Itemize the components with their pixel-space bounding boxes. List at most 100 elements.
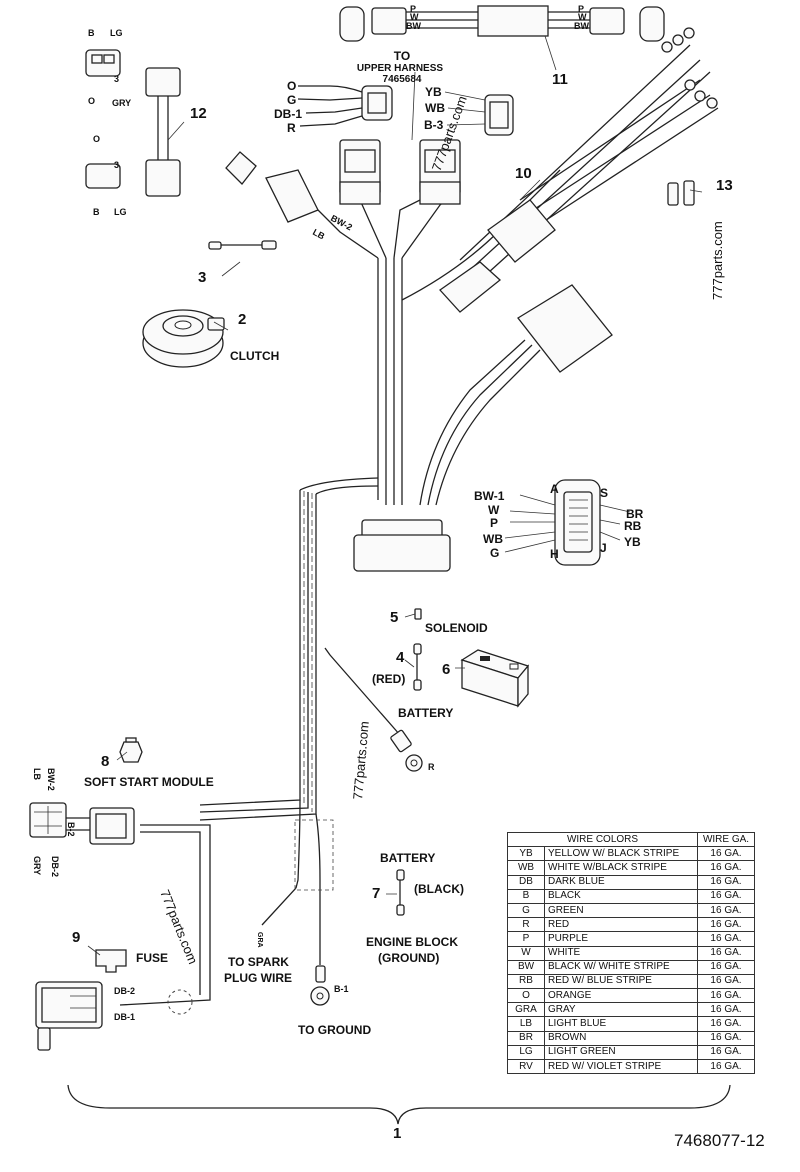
callout-13: 13	[716, 177, 733, 194]
tag: LB	[32, 768, 42, 780]
tag: GRY	[112, 98, 131, 108]
cell-color: GREEN	[544, 902, 698, 919]
cell-color: DARK BLUE	[544, 874, 698, 890]
upper-harness-label-2: UPPER HARNESS	[357, 63, 443, 74]
tag: B-2	[66, 822, 76, 837]
tag: S	[600, 486, 608, 500]
callout-8: 8	[101, 753, 109, 770]
tag: B	[88, 28, 95, 38]
tag: BW	[574, 21, 589, 31]
cell-code: P	[507, 931, 545, 947]
tag: YB	[425, 85, 442, 99]
cell-code: RB	[507, 973, 545, 990]
soft-start-module-label: SOFT START MODULE	[84, 775, 214, 789]
tag: O	[88, 96, 95, 106]
cell-ga: 16 GA.	[697, 1002, 755, 1018]
cell-ga: 16 GA.	[697, 860, 755, 876]
tag: G	[490, 546, 499, 560]
tag: LG	[110, 28, 123, 38]
battery-part-6	[460, 649, 530, 708]
table-header-row: WIRE COLORS WIRE GA.	[507, 831, 755, 848]
battery-label: BATTERY	[398, 706, 453, 720]
tag: B-1	[334, 984, 349, 994]
tag: R	[428, 762, 435, 772]
battery-label-2: BATTERY	[380, 851, 435, 865]
cell-ga: 16 GA.	[697, 917, 755, 933]
tag: 3	[114, 160, 119, 170]
callout-12: 12	[190, 105, 207, 122]
clutch-part-2	[142, 309, 225, 368]
tag: P	[578, 4, 584, 14]
tag: R	[287, 121, 296, 135]
callout-1-bracket	[67, 1084, 731, 1125]
cell-color: LIGHT BLUE	[544, 1016, 698, 1032]
tag: YB	[624, 535, 641, 549]
cell-ga: 16 GA.	[697, 1044, 755, 1061]
tag: BR	[626, 507, 644, 521]
tag: GRY	[32, 856, 42, 875]
black-cable-part-7	[396, 869, 405, 916]
header-wire-colors: WIRE COLORS	[507, 831, 698, 848]
callout-6: 6	[442, 661, 450, 678]
to-spark-label: TO SPARK	[228, 955, 289, 969]
tag: DB-1	[114, 1012, 135, 1022]
tag: B	[93, 207, 100, 217]
cell-color: RED	[544, 917, 698, 933]
tag: LB	[311, 227, 327, 242]
callout-1: 1	[393, 1125, 401, 1142]
callout-numbers: 1 2 3 4 5 6 7 8 9 10 11 12 13	[72, 71, 733, 1142]
tag: J	[600, 541, 607, 555]
tag: P	[410, 4, 416, 14]
tag: WB	[425, 101, 445, 115]
upper-harness-part: 7465684	[383, 74, 422, 85]
red-label: (RED)	[372, 672, 405, 686]
cell-ga: 16 GA.	[697, 1016, 755, 1032]
cell-color: WHITE	[544, 945, 698, 961]
cell-color: RED W/ BLUE STRIPE	[544, 973, 698, 990]
tag: DB-2	[50, 856, 60, 877]
cell-color: LIGHT GREEN	[544, 1044, 698, 1061]
callout-5: 5	[390, 609, 398, 626]
main-connector-a-s	[504, 479, 631, 566]
cell-ga: 16 GA.	[697, 846, 755, 862]
tag: A	[550, 482, 559, 496]
harness-junction-block	[353, 519, 451, 572]
tag: P	[490, 516, 498, 530]
fuse-part-9	[35, 949, 193, 1051]
cell-ga: 16 GA.	[697, 959, 755, 975]
header-wire-ga: WIRE GA.	[697, 831, 755, 848]
cell-code: O	[507, 988, 545, 1004]
callout-7: 7	[372, 885, 380, 902]
tag: DB-2	[114, 986, 135, 996]
cell-code: BW	[507, 959, 545, 975]
leader-lines	[87, 71, 703, 956]
tag: RB	[624, 519, 642, 533]
cell-code: WB	[507, 860, 545, 876]
soft-start-module-part-8	[29, 737, 143, 845]
tag: H	[550, 547, 559, 561]
cell-ga: 16 GA.	[697, 874, 755, 890]
cell-color: ORANGE	[544, 988, 698, 1004]
tag: BW-2	[46, 768, 56, 791]
wire-tags: B LG 3 O GRY O 3 B LG O G DB-1 R YB WB B…	[32, 4, 644, 1022]
cell-code: B	[507, 888, 545, 904]
text-labels: TO UPPER HARNESS 7465684 CLUTCH SOLENOID…	[84, 49, 765, 1150]
tag: BW	[406, 21, 421, 31]
cell-code: GRA	[507, 1002, 545, 1018]
ground-ring-terminal	[310, 965, 330, 1006]
red-cable-part-4	[413, 643, 422, 691]
cell-ga: 16 GA.	[697, 902, 755, 919]
tag: BW-1	[474, 489, 505, 503]
ground-paren-label: (GROUND)	[378, 951, 439, 965]
cell-code: YB	[507, 846, 545, 862]
